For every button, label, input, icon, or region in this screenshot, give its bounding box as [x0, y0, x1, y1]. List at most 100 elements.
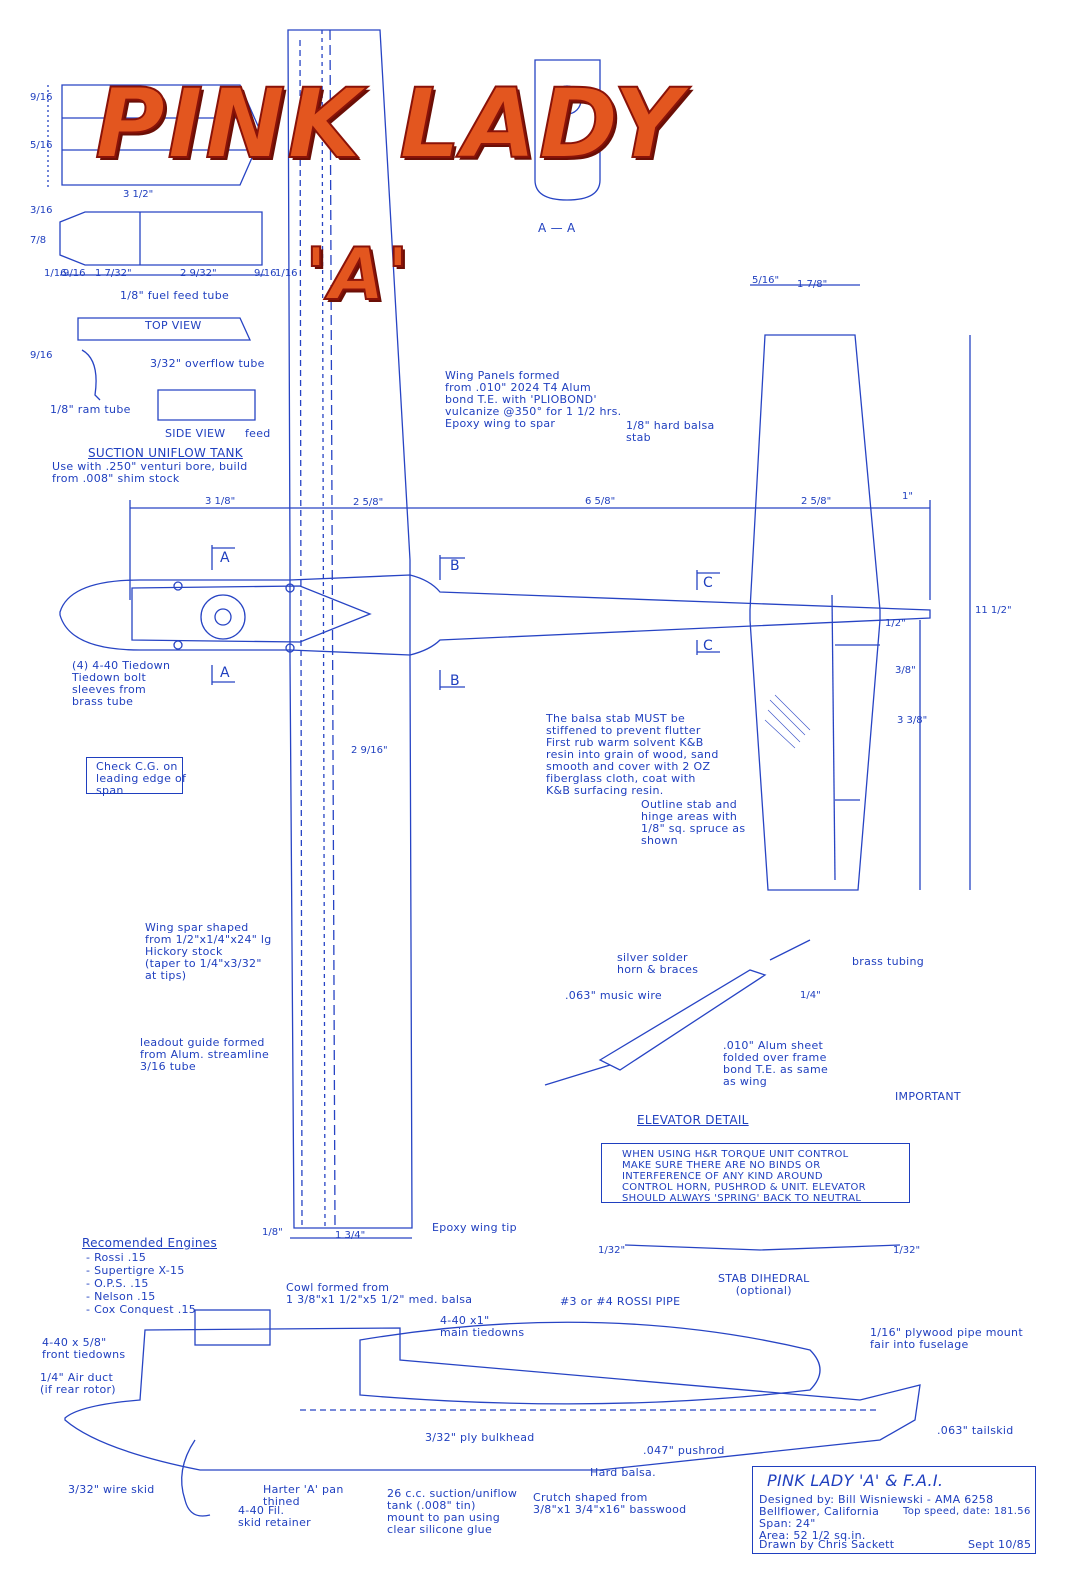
cg-note: Check C.G. on leading edge of span — [96, 760, 187, 797]
titleblock-area: Area: 52 1/2 sq.in. — [759, 1529, 866, 1542]
tank-top-view — [61, 84, 263, 186]
dim-label: 1 3/4" — [335, 1230, 366, 1241]
dim-label: 3 1/2" — [123, 189, 154, 200]
engine-item: - Rossi .15 — [86, 1251, 147, 1264]
dim-label: 1/32" — [598, 1245, 626, 1256]
bulkhead-note: 3/32" ply bulkhead — [425, 1431, 535, 1444]
elevator-solder-note: silver solder horn & braces — [617, 951, 699, 976]
important-text: WHEN USING H&R TORQUE UNIT CONTROL MAKE … — [622, 1149, 866, 1204]
front-tiedowns-note: 4-40 x 5/8" front tiedowns — [42, 1336, 126, 1361]
dim-label: 7/8 — [30, 235, 47, 246]
section-b-bottom: B — [450, 673, 460, 689]
engine-shaft — [214, 608, 232, 626]
wing-outline — [287, 29, 413, 1229]
engine-item: - Cox Conquest .15 — [86, 1303, 197, 1316]
section-mark-b — [439, 555, 465, 580]
dim-label: 2 9/32" — [180, 268, 217, 279]
section-mark-a — [211, 665, 235, 685]
dim-label: 9/16 — [254, 268, 277, 279]
tuned-pipe — [359, 1321, 821, 1405]
stab-outline — [749, 334, 881, 891]
pipe-note: #3 or #4 ROSSI PIPE — [560, 1295, 681, 1308]
section-c-bottom: C — [703, 638, 714, 654]
tiedown-bolt — [285, 643, 295, 653]
tailskid-note: .063" tailskid — [937, 1424, 1014, 1437]
section-a-bottom: A — [220, 665, 230, 681]
section-mark-c — [696, 570, 720, 590]
feed-tube-detail — [77, 317, 252, 341]
engine-bearer — [534, 59, 601, 201]
title-block: PINK LADY 'A' & F.A.I. Designed by: Bill… — [752, 1466, 1036, 1554]
ram-tube-detail — [81, 349, 101, 401]
label-fuel-feed: 1/8" fuel feed tube — [120, 289, 230, 302]
label-top-view: TOP VIEW — [145, 319, 202, 332]
elevator-heading: ELEVATOR DETAIL — [637, 1113, 749, 1127]
bearer-hole — [552, 85, 582, 115]
section-mark-b — [439, 670, 465, 690]
fuselage-top — [59, 574, 931, 656]
plan-subtitle: 'A' — [304, 231, 411, 317]
elevator-wire-note: .063" music wire — [565, 989, 662, 1002]
hard-balsa-note: Hard balsa. — [590, 1466, 656, 1479]
titleblock-designer: Designed by: Bill Wisniewski - AMA 6258 — [759, 1493, 994, 1506]
pipe-mount-note: 1/16" plywood pipe mount fair into fusel… — [870, 1326, 1023, 1351]
section-c-top: C — [703, 575, 714, 591]
pushrod-note: .047" pushrod — [643, 1444, 725, 1457]
elevator-detail — [598, 969, 767, 1071]
section-mark-c — [696, 640, 720, 655]
dim-label: 2 5/8" — [353, 497, 384, 508]
dim-label: 9/16 — [30, 350, 53, 361]
dim-label: 1/8" — [262, 1227, 283, 1238]
section-a-top: A — [220, 550, 230, 566]
dim-label: 1/2" — [885, 618, 906, 629]
dim-label: 3 3/8" — [897, 715, 928, 726]
skid-retainer-note: 4-40 Fil. skid retainer — [238, 1504, 311, 1529]
wire-skid-note: 3/32" wire skid — [68, 1483, 155, 1496]
tiedown-bolt — [173, 581, 183, 591]
dim-label: 3 1/8" — [205, 496, 236, 507]
engine-head — [194, 1309, 271, 1346]
engines-heading: Recomended Engines — [82, 1236, 218, 1250]
dim-label: 1" — [902, 491, 913, 502]
engine-item: - Nelson .15 — [86, 1290, 156, 1303]
cowl-outline — [131, 585, 372, 643]
dim-label: 11 1/2" — [975, 605, 1012, 616]
wire-skid — [181, 1439, 211, 1517]
dim-label: 5/16" — [752, 275, 780, 286]
air-duct-note: 1/4" Air duct (if rear rotor) — [40, 1371, 116, 1396]
dim-label: 1/16 — [44, 268, 67, 279]
brass-tube — [769, 939, 811, 961]
titleblock-span: Span: 24" — [759, 1517, 816, 1530]
dim-label: 1/4" — [800, 990, 821, 1001]
stab-label: 1/8" hard balsa stab — [626, 419, 715, 444]
tank-mount-note: 26 c.c. suction/uniflow tank (.008" tin)… — [387, 1487, 518, 1536]
wing-spar-line — [329, 29, 336, 1229]
elevator-hinge — [835, 644, 880, 801]
titleblock-location: Bellflower, California — [759, 1505, 880, 1518]
titleblock-date: Sept 10/85 — [968, 1538, 1032, 1551]
label-side-view: SIDE VIEW — [165, 427, 226, 440]
stab-outline-note: Outline stab and hinge areas with 1/8" s… — [641, 798, 746, 847]
cg-box — [86, 757, 183, 794]
stab-note: The balsa stab MUST be stiffened to prev… — [546, 712, 719, 797]
fiberglass-hatch — [764, 694, 811, 749]
spar-note: Wing spar shaped from 1/2"x1/4"x24" lg H… — [145, 921, 272, 982]
elevator-hinge — [831, 594, 836, 881]
elevator-brass-note: brass tubing — [852, 955, 925, 968]
section-b-top: B — [450, 558, 460, 574]
engine-item: - O.P.S. .15 — [86, 1277, 149, 1290]
leadout-line — [299, 39, 303, 1226]
dim-label: 5/16 — [30, 140, 53, 151]
tiedown-note: (4) 4-40 Tiedown Tiedown bolt sleeves fr… — [72, 659, 171, 708]
dim-label: 1 7/32" — [95, 268, 132, 279]
dihedral-label: STAB DIHEDRAL (optional) — [718, 1272, 810, 1297]
wing-spar-line — [321, 29, 326, 1229]
engine-item: - Supertigre X-15 — [86, 1264, 185, 1277]
dim-label: 1 7/8" — [797, 279, 828, 290]
elevator-sheet-note: .010" Alum sheet folded over frame bond … — [723, 1039, 829, 1088]
dim-label: 1/32" — [893, 1245, 921, 1256]
dim-label: 9/16 — [63, 268, 86, 279]
dim-label: 2 9/16" — [351, 745, 388, 756]
